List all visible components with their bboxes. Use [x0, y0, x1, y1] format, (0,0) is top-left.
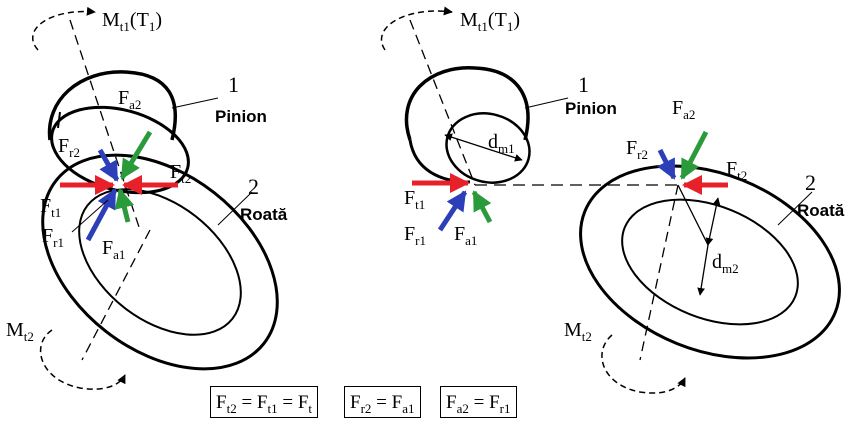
left-wheel [41, 153, 279, 371]
mt2-label-left: Mt2 [6, 319, 34, 344]
fr2-arrow-right [657, 148, 677, 180]
pinion-label-left: Pinion [215, 107, 267, 126]
fa2-label-left: Fa2 [118, 87, 141, 112]
fa2-label-right: Fa2 [672, 97, 695, 122]
left-pinion-axis [69, 19, 141, 231]
left-wheel-axis [81, 229, 151, 361]
cone-line [677, 184, 709, 246]
roata-label-left: Roată [240, 205, 288, 224]
gear-number-2-left: 2 [248, 174, 259, 199]
left-view: Mt1(T1) 1 Pinion 2 Roată Fa2 Fr2 Ft2 Ft1… [6, 6, 288, 390]
ft2-label-right: Ft2 [726, 158, 747, 183]
fa2-arrow-right [679, 130, 709, 180]
gear-number-1-right: 1 [578, 72, 589, 97]
right-view: Mt1(T1) 1 Pinion dm1 Fa2 Fr2 Ft2 2 Roată… [380, 6, 845, 394]
mt1-label-right: Mt1(T1) [460, 9, 520, 34]
fr1-arrow-left [85, 188, 118, 242]
gear-number-1-left: 1 [228, 72, 239, 97]
mt1-label-left: Mt1(T1) [102, 9, 162, 34]
mt1-moment-arrow-left [31, 6, 96, 51]
fr1-label-right: Fr1 [404, 223, 426, 248]
fr1-arrow-right [437, 190, 468, 232]
dm2-dimension-upper [705, 197, 721, 246]
fr2-label-right: Fr2 [626, 137, 648, 162]
dm2-label: dm2 [712, 251, 739, 276]
dm2-dimension-lower [697, 244, 709, 296]
equation-radial-axial-1: Fr2 = Fa1 [344, 386, 421, 418]
pinion-label-right: Pinion [565, 99, 617, 118]
fa1-label-right: Fa1 [454, 223, 477, 248]
equation-radial-axial-2: Fa2 = Fr1 [440, 386, 517, 418]
roata-label-right: Roată [797, 201, 845, 220]
ft1-label-right: Ft1 [404, 187, 425, 212]
dm1-dimension [444, 133, 523, 162]
fa1-label-left: Fa1 [102, 237, 125, 262]
right-wheel [579, 164, 841, 360]
fr2-arrow-left [97, 148, 120, 182]
fr1-label-left: Fr1 [42, 225, 64, 250]
mt1-moment-arrow-right [380, 6, 453, 51]
ft2-label-left: Ft2 [170, 161, 191, 186]
right-wheel-axis [639, 184, 679, 361]
pinion-leader-right [524, 97, 569, 109]
gear-number-2-right: 2 [805, 170, 816, 195]
fa2-arrow-left [119, 130, 153, 180]
fr2-label-left: Fr2 [58, 135, 80, 160]
fa1-arrow-left [114, 188, 135, 223]
mt2-label-right: Mt2 [564, 319, 592, 344]
ft1-label-left: Ft1 [40, 195, 61, 220]
pinion-leader-left [171, 97, 219, 109]
dm1-label: dm1 [488, 131, 515, 156]
wheel-leader-left [217, 191, 253, 226]
fa1-arrow-right [471, 190, 493, 224]
mt2-moment-arrow-right [601, 334, 686, 394]
equation-tangential: Ft2 = Ft1 = Ft [210, 386, 319, 418]
wheel-leader-right [777, 191, 813, 226]
right-pinion [404, 66, 531, 184]
